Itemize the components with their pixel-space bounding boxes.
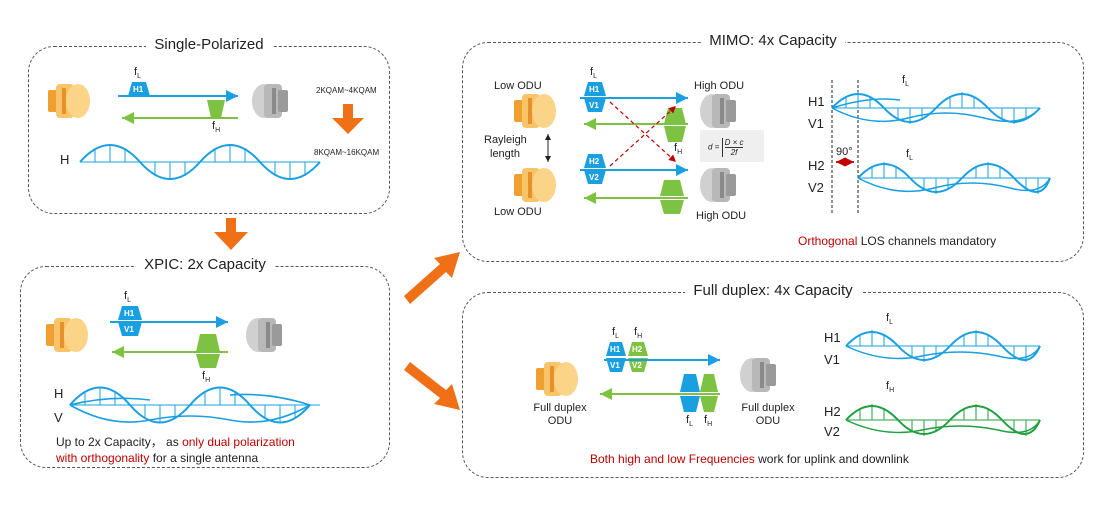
odu-gray-icon [740, 358, 776, 392]
odu-orange-icon [536, 362, 578, 396]
duplex-wave-fH-label: fH [886, 380, 895, 395]
h-wave [79, 144, 321, 180]
mimo-wave-h1-label: H1 [808, 94, 825, 109]
odu-orange-icon [514, 168, 556, 202]
rayleigh-label-2: length [490, 148, 520, 160]
mimo-h2-label: H2 [589, 157, 600, 166]
mimo-fH-label: fH [674, 142, 683, 157]
xpic-h-wave [69, 386, 311, 424]
xpic-v-wave [69, 393, 311, 423]
duplex-wave-v2-label: V2 [824, 424, 840, 439]
full-duplex-title: Full duplex: 4x Capacity [685, 282, 861, 299]
odu-gray-icon [700, 94, 736, 128]
xpic-description: Up to 2x Capacity， as only dual polariza… [56, 435, 295, 465]
low-odu-top-label: Low ODU [494, 80, 542, 92]
xpic-h1-label: H1 [124, 309, 135, 318]
mimo-wave-fL-top: fL [902, 74, 909, 89]
qam-bottom-label: 8KQAM~16KQAM [314, 148, 380, 157]
single-polarized-panel: Single-Polarized [28, 36, 390, 214]
duplex-v2-label: V2 [632, 361, 642, 370]
xpic-fH-label: fH [202, 370, 211, 385]
odu-orange-icon [46, 318, 88, 352]
formula-icon [700, 130, 764, 162]
big-arrow-icon [404, 362, 460, 410]
duplex-lower-fH-label: fH [704, 414, 713, 429]
h1-filter-label: H1 [133, 85, 144, 94]
odu-gray-icon [700, 168, 736, 202]
angle-90-label: 90° [836, 146, 853, 158]
qam-top-label: 2KQAM~4KQAM [316, 86, 377, 95]
fL-label: fL [134, 66, 141, 81]
big-arrow-icon [332, 104, 364, 134]
xpic-h-label: H [54, 386, 64, 401]
duplex-lower-fL-label: fL [686, 414, 693, 429]
mimo-v1-label: V1 [589, 101, 599, 110]
mimo-panel: MIMO: 4x Capacity [462, 32, 1084, 262]
fH-label: fH [212, 120, 221, 135]
big-arrow-icon [404, 252, 460, 304]
fL-filter-shape [128, 82, 150, 96]
duplex-wave-h1-label: H1 [824, 330, 841, 345]
single-polarized-title: Single-Polarized [146, 36, 272, 53]
xpic-title: XPIC: 2x Capacity [136, 256, 274, 273]
odu-gray-icon [252, 84, 288, 118]
duplex-wave-h2-label: H2 [824, 404, 841, 419]
mimo-wave-h2-label: H2 [808, 158, 825, 173]
duplex-fL-label: fL [612, 326, 619, 341]
duplex-note: Both high and low Frequencies work for u… [590, 452, 909, 466]
mimo-wave-v1-label: V1 [808, 116, 824, 131]
mimo-v2-label: V2 [589, 173, 599, 182]
mimo-note: Orthogonal LOS channels mandatory [798, 234, 997, 248]
odu-gray-icon [246, 318, 282, 352]
low-odu-bottom-label: Low ODU [494, 206, 542, 218]
duplex-h1-label: H1 [610, 345, 621, 354]
xpic-v1-label: V1 [124, 325, 134, 334]
big-arrow-icon [214, 218, 248, 250]
xpic-fL-label: fL [124, 290, 131, 305]
high-odu-top-label: High ODU [694, 80, 745, 92]
rayleigh-formula: d = D × c 2f [708, 138, 744, 157]
rayleigh-label-1: Rayleigh [484, 134, 527, 146]
xpic-v-label: V [54, 410, 63, 425]
odu-orange-icon [48, 84, 90, 118]
h-wave-label: H [60, 152, 70, 167]
duplex-v1-label: V1 [610, 361, 620, 370]
fH-filter-shape [207, 100, 225, 118]
mimo-fL-label: fL [590, 66, 597, 81]
high-odu-bottom-label: High ODU [696, 210, 747, 222]
duplex-fH-label: fH [634, 326, 643, 341]
mimo-h1-label: H1 [589, 85, 600, 94]
duplex-wave-v1-label: V1 [824, 352, 840, 367]
duplex-h2-label: H2 [632, 345, 643, 354]
mimo-title: MIMO: 4x Capacity [701, 32, 845, 49]
mimo-wave-fL-bottom: fL [906, 148, 913, 163]
mimo-wave-v2-label: V2 [808, 180, 824, 195]
odu-orange-icon [514, 94, 556, 128]
duplex-wave-fL-label: fL [886, 312, 893, 327]
